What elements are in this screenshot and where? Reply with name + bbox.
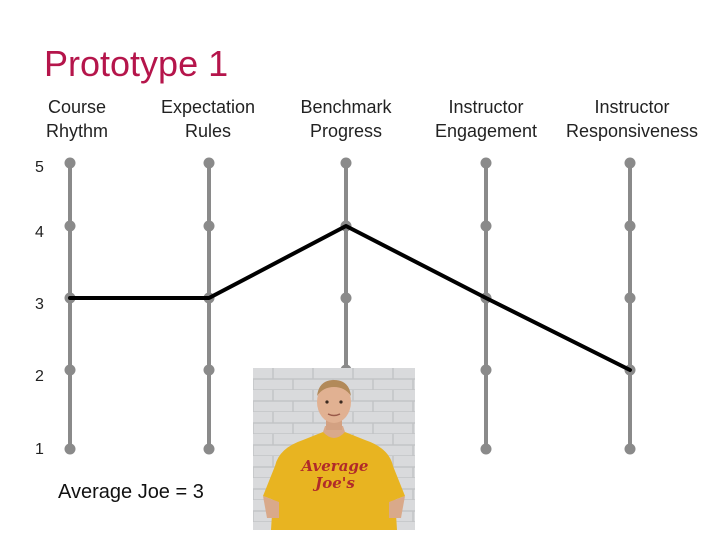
caption: Average Joe = 3 <box>58 481 204 503</box>
level-label-1: 1 <box>35 441 44 458</box>
level-dot-1-5 <box>203 157 215 169</box>
level-dot-1-4 <box>203 220 215 232</box>
level-label-5: 5 <box>35 159 44 176</box>
level-label-2: 2 <box>35 368 44 385</box>
level-dot-4-4 <box>624 220 636 232</box>
level-label-3: 3 <box>35 296 44 313</box>
level-dot-0-5 <box>64 157 76 169</box>
person-photo: Average Joe's <box>253 368 415 530</box>
level-dot-2-3 <box>340 292 352 304</box>
level-dot-3-4 <box>480 220 492 232</box>
shirt-text-line-1: Average <box>300 457 369 475</box>
level-dot-4-1 <box>624 443 636 455</box>
level-dot-3-1 <box>480 443 492 455</box>
level-dot-3-2 <box>480 364 492 376</box>
level-dot-1-1 <box>203 443 215 455</box>
page-title: Prototype 1 <box>44 43 229 84</box>
level-dot-0-4 <box>64 220 76 232</box>
rating-line <box>68 224 632 372</box>
shirt-text-line-2: Joe's <box>312 474 355 492</box>
level-dot-4-3 <box>624 292 636 304</box>
level-dot-2-5 <box>340 157 352 169</box>
level-dot-3-5 <box>480 157 492 169</box>
level-dot-0-2 <box>64 364 76 376</box>
level-label-4: 4 <box>35 224 44 241</box>
level-dot-4-5 <box>624 157 636 169</box>
level-dot-0-1 <box>64 443 76 455</box>
level-dot-1-2 <box>203 364 215 376</box>
